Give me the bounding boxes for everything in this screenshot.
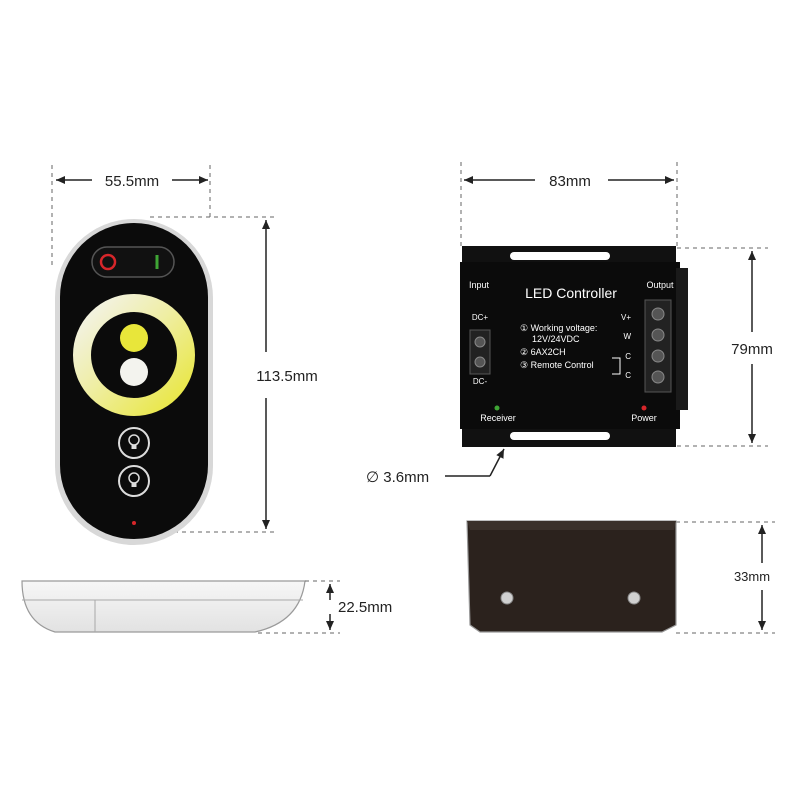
controller-height-label: 79mm — [731, 341, 773, 358]
remote-front-view: 55.5mm 113.5mm TC — [51, 165, 318, 545]
controller-width-label: 83mm — [549, 173, 591, 190]
color-temperature-ring[interactable] — [73, 294, 195, 416]
screw-terminal[interactable] — [474, 356, 486, 368]
controller-top-view: 83mm 79mm Input Output LED Controller DC… — [366, 162, 773, 486]
power-switch[interactable] — [91, 246, 175, 278]
side-panel-edge — [467, 521, 676, 530]
remote-thickness-label: 22.5mm — [338, 599, 392, 616]
receiver-label: Receiver — [480, 413, 516, 423]
power-label: Power — [631, 413, 657, 423]
output-c1-label: C — [625, 352, 631, 361]
controller-depth-label: 33mm — [734, 569, 770, 584]
hole-leader-arrow — [489, 448, 505, 477]
side-screw — [627, 591, 641, 605]
common-bracket — [612, 357, 621, 375]
receiver-led — [494, 405, 500, 411]
bulb-icon — [128, 472, 140, 487]
controller-title: LED Controller — [525, 285, 617, 301]
dc-plus-label: DC+ — [472, 313, 489, 322]
mount-slot — [510, 432, 610, 440]
remote-side-body — [21, 580, 306, 633]
cool-white-button[interactable] — [120, 358, 148, 386]
bulb-icon — [128, 434, 140, 449]
remote-width-label: 55.5mm — [105, 173, 159, 190]
controller-body — [460, 262, 680, 429]
screw-terminal[interactable] — [651, 349, 665, 363]
dc-minus-label: DC- — [473, 377, 488, 386]
controller-side-view: 33mm — [466, 520, 775, 634]
power-led — [641, 405, 647, 411]
hole-diameter-label: ∅ 3.6mm — [366, 469, 429, 486]
brightness-down-button[interactable] — [118, 465, 150, 497]
output-terminal-housing — [676, 268, 688, 410]
spec-remote: ③ Remote Control — [520, 360, 594, 370]
controller-side-panel — [466, 520, 677, 633]
output-v-label: V+ — [621, 313, 631, 322]
remote-height-label: 113.5mm — [256, 368, 317, 385]
remote-side-view: 22.5mm — [21, 580, 392, 634]
spec-channels: ② 6AX2CH — [520, 347, 566, 357]
mount-slot — [510, 252, 610, 260]
output-c2-label: C — [625, 371, 631, 380]
remote-indicator-led — [132, 521, 136, 525]
screw-terminal[interactable] — [651, 328, 665, 342]
side-screw — [500, 591, 514, 605]
screw-terminal[interactable] — [474, 336, 486, 348]
screw-terminal[interactable] — [651, 370, 665, 384]
screw-terminal[interactable] — [651, 307, 665, 321]
output-label: Output — [646, 280, 674, 290]
output-w-label: W — [623, 332, 631, 341]
brightness-up-button[interactable] — [118, 427, 150, 459]
spec-working-voltage: ① Working voltage: — [520, 323, 597, 333]
spec-voltage-value: 12V/24VDC — [532, 334, 580, 344]
power-off-icon — [99, 253, 117, 271]
input-label: Input — [469, 280, 490, 290]
warm-white-button[interactable] — [120, 324, 148, 352]
